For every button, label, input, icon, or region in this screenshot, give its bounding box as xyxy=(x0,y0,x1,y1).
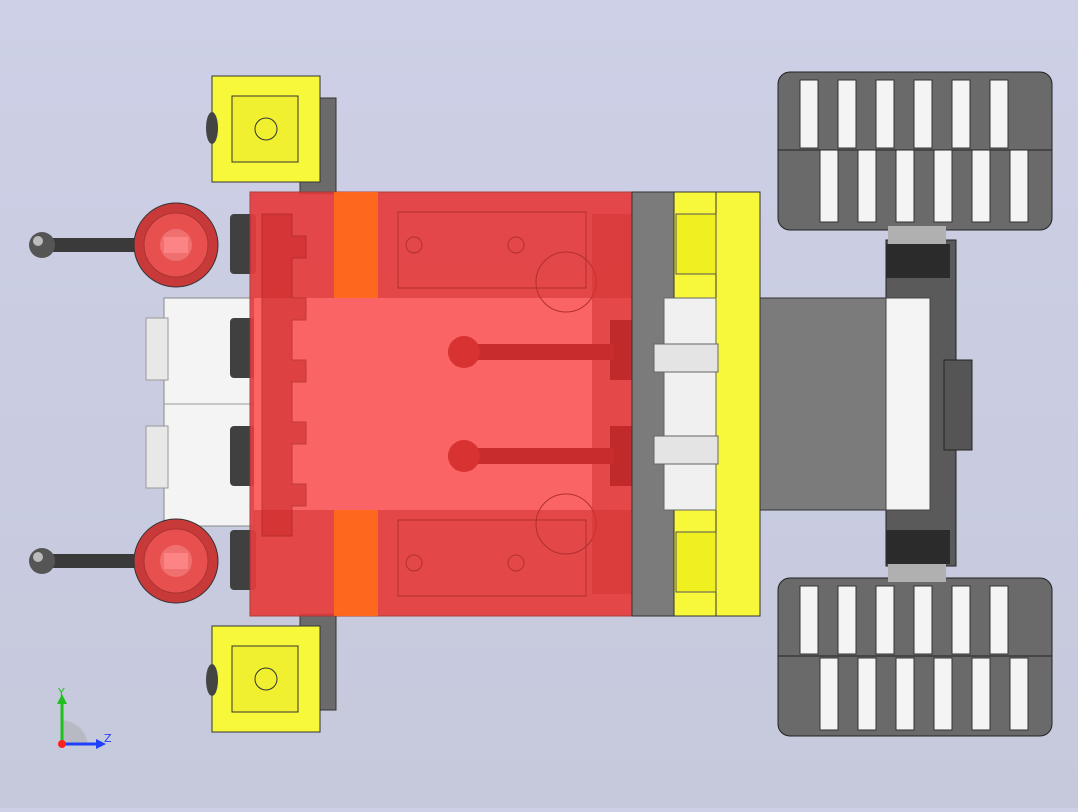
axle-housing xyxy=(759,239,973,567)
y-axis-label: Y xyxy=(57,686,65,699)
trans-red-body xyxy=(249,191,633,617)
tire-top xyxy=(777,71,1053,244)
antenna-bottom xyxy=(29,548,144,574)
tire-bottom xyxy=(777,564,1053,737)
axis-triad: Y Z xyxy=(40,680,130,760)
red-light-bottom xyxy=(133,518,219,604)
red-light-top xyxy=(133,202,219,288)
white-hinge xyxy=(653,297,719,511)
white-rear-bricks xyxy=(145,297,255,527)
bottom-yellow-tile xyxy=(206,613,337,733)
inner-rods xyxy=(448,336,614,472)
z-axis-label: Z xyxy=(104,732,112,745)
axis-triad-icon: Y Z xyxy=(57,686,112,749)
top-yellow-tile xyxy=(206,75,337,195)
antenna-top xyxy=(29,232,144,258)
